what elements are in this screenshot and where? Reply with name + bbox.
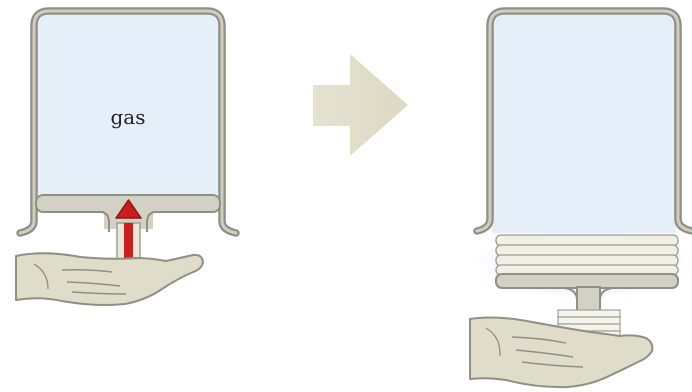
gas-label: gas (111, 105, 146, 129)
force-arrow (115, 199, 142, 268)
left-cylinder-scene: gas (15, 7, 240, 306)
left-hand (15, 252, 204, 306)
process-arrow (313, 54, 408, 156)
right-cylinder-scene (468, 7, 692, 389)
left-gas-region (37, 15, 219, 194)
right-gas-region (492, 15, 676, 233)
right-hand (469, 316, 654, 389)
left-cylinder-wall (16, 7, 240, 237)
right-cylinder-wall (473, 7, 692, 235)
stacked-compression-plates (495, 234, 679, 276)
